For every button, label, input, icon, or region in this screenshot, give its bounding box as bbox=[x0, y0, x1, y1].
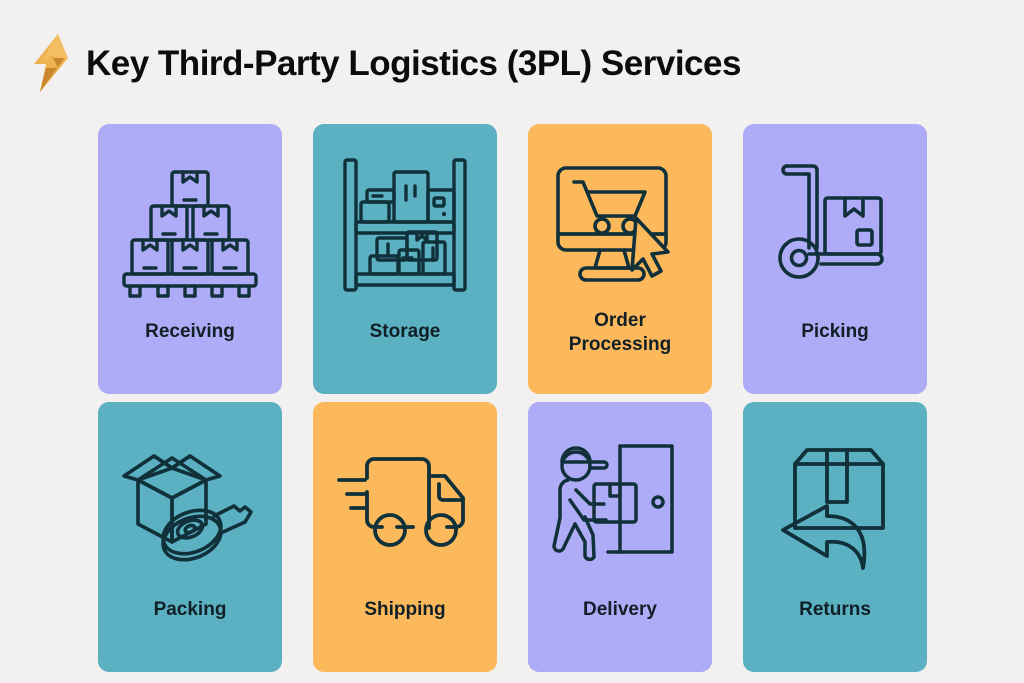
services-grid: Receiving bbox=[98, 124, 934, 672]
page-header: Key Third-Party Logistics (3PL) Services bbox=[30, 33, 741, 93]
service-card-shipping[interactable]: Shipping bbox=[313, 402, 497, 672]
hand-truck-dolly-box-icon bbox=[765, 150, 905, 300]
service-card-receiving[interactable]: Receiving bbox=[98, 124, 282, 394]
service-card-label: Receiving bbox=[145, 321, 235, 342]
service-card-label: Picking bbox=[801, 321, 869, 342]
service-card-storage[interactable]: Storage bbox=[313, 124, 497, 394]
monitor-shopping-cart-cursor-icon bbox=[550, 150, 690, 300]
service-card-delivery[interactable]: Delivery bbox=[528, 402, 712, 672]
delivery-truck-icon bbox=[335, 428, 475, 578]
courier-at-door-icon bbox=[550, 428, 690, 578]
open-box-tape-roll-icon bbox=[120, 428, 260, 578]
stacked-boxes-on-pallet-icon bbox=[120, 150, 260, 300]
warehouse-shelf-rack-icon bbox=[335, 150, 475, 300]
service-card-label: Storage bbox=[369, 321, 441, 342]
service-card-order-processing[interactable]: Order Processing bbox=[528, 124, 712, 394]
service-card-returns[interactable]: Returns bbox=[743, 402, 927, 672]
service-card-label: Delivery bbox=[583, 599, 657, 620]
service-card-picking[interactable]: Picking bbox=[743, 124, 927, 394]
page-title: Key Third-Party Logistics (3PL) Services bbox=[86, 43, 741, 83]
service-card-packing[interactable]: Packing bbox=[98, 402, 282, 672]
service-card-label: Packing bbox=[153, 599, 227, 620]
lightning-bolt-icon bbox=[34, 34, 68, 92]
service-card-label: Order Processing bbox=[568, 310, 672, 356]
service-card-label: Returns bbox=[799, 599, 871, 620]
box-return-arrow-icon bbox=[765, 428, 905, 578]
service-card-label: Shipping bbox=[364, 599, 446, 620]
